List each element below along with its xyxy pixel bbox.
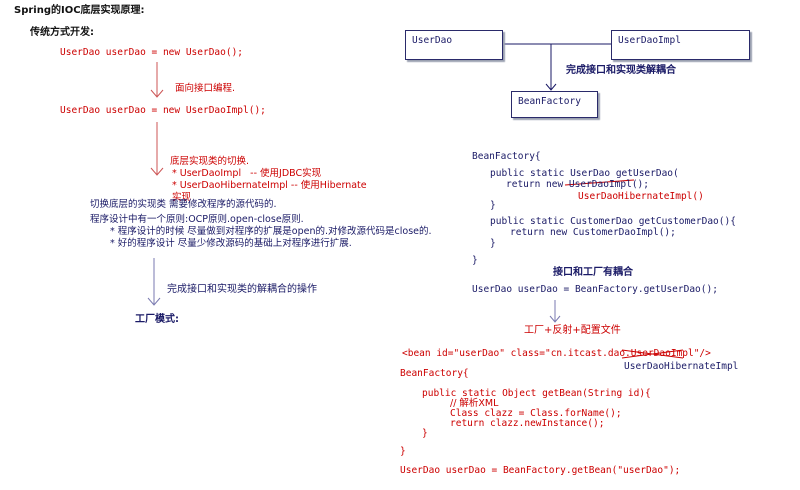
box-userdao: UserDao [405, 30, 503, 60]
code-new-userdao: UserDao userDao = new UserDao(); [60, 47, 244, 58]
code-getbean: UserDao userDao = BeanFactory.getBean("u… [400, 465, 681, 476]
bf-open: BeanFactory{ [472, 151, 541, 162]
arrow-interface-head [150, 89, 164, 98]
bf2-close: } [400, 446, 406, 457]
ocp-open-close: * 程序设计的时候 尽量做到对程序的扩展是open的.对修改源代码是close的… [110, 226, 432, 237]
strike-xml-impl-b [621, 349, 684, 359]
arrow-decouple-head [147, 297, 161, 306]
strike-userdaoimpl [564, 179, 635, 186]
note-interface-programming: 面向接口编程. [175, 83, 236, 94]
switch-jdbc: * UserDaoImpl -- 使用JDBC实现 [172, 168, 322, 179]
bf2-forname: Class clazz = Class.forName(); [450, 408, 622, 419]
uml-link-to-factory-head [545, 83, 557, 91]
traditional-heading: 传统方式开发: [30, 27, 94, 38]
factory-reflect-config: 工厂+反射+配置文件 [524, 325, 621, 336]
bf2-newinstance: return clazz.newInstance(); [450, 418, 605, 429]
arrow-factory-reflect-head [549, 315, 561, 323]
ocp-extend: * 好的程序设计 尽量少修改源码的基础上对程序进行扩展. [110, 238, 352, 249]
bf-close-method1: } [490, 200, 496, 211]
code-factory-getuserdao: UserDao userDao = BeanFactory.getUserDao… [472, 284, 718, 295]
code-new-userdaoimpl: UserDao userDao = new UserDaoImpl(); [60, 105, 266, 116]
decouple-operation: 完成接口和实现类的解耦合的操作 [167, 284, 317, 295]
bf2-parse-xml: // 解析XML [450, 398, 499, 409]
switch-note: 切换底层的实现类 需要修改程序的源代码的. [90, 199, 277, 210]
factory-pattern-heading: 工厂模式: [135, 314, 179, 325]
bean-xml-config: <bean id="userDao" class="cn.itcast.dao.… [402, 348, 711, 359]
bf2-getbean: public static Object getBean(String id){ [422, 388, 651, 399]
bean-xml-alt-impl: UserDaoHibernateImpl [624, 361, 739, 372]
bf-close: } [472, 255, 478, 266]
switch-title: 底层实现类的切换. [170, 156, 250, 167]
bf-close-method2: } [490, 238, 496, 249]
bf-hibernate-impl: UserDaoHibernateImpl() [578, 191, 704, 202]
bf-return-userdaoimpl: return new UserDaoImpl(); [506, 179, 649, 190]
arrow-switch-head [150, 167, 164, 176]
bf2-close-method: } [422, 428, 428, 439]
switch-hibernate: * UserDaoHibernateImpl -- 使用Hibernate [172, 180, 367, 191]
bf-return-customerdaoimpl: return new CustomerDaoImpl(); [510, 227, 676, 238]
box-userdaoimpl: UserDaoImpl [611, 30, 750, 60]
decouple-label: 完成接口和实现类解耦合 [566, 65, 676, 76]
bf2-open: BeanFactory{ [400, 368, 469, 379]
switch-impl-suffix: 实现 [172, 192, 192, 203]
page-title: Spring的IOC底层实现原理: [14, 5, 145, 16]
coupling-note: 接口和工厂有耦合 [553, 267, 633, 278]
bf-getcustomerdao: public static CustomerDao getCustomerDao… [490, 216, 736, 227]
box-beanfactory: BeanFactory [511, 91, 598, 118]
ocp-principle: 程序设计中有一个原则:OCP原则.open-close原则. [90, 214, 304, 225]
bf-getuserdao: public static UserDao getUserDao( [490, 168, 679, 179]
